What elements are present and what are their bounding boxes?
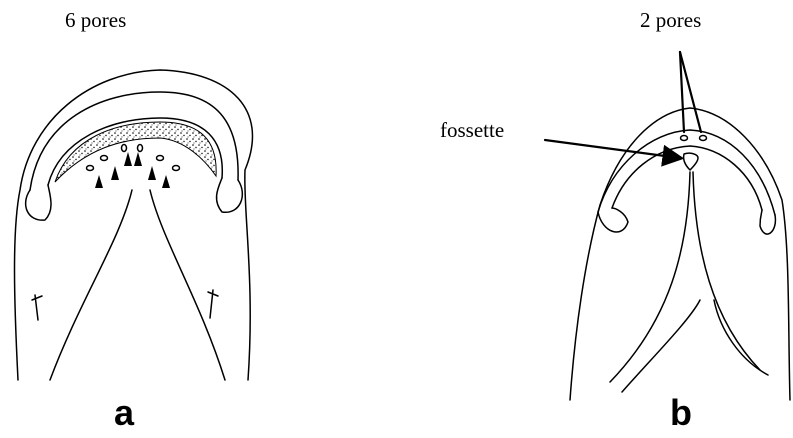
panel-a-throat-left <box>50 190 132 380</box>
pore-b-1 <box>681 136 688 141</box>
pore-arrow-a-3 <box>124 152 132 166</box>
pore-a-4 <box>138 145 143 152</box>
pore-a-6 <box>173 166 180 171</box>
panel-a-right-fold <box>208 290 218 318</box>
panel-a-head-outline <box>15 70 253 380</box>
pore-a-2 <box>101 156 108 161</box>
pore-arrow-a-1 <box>95 175 103 188</box>
panel-a-throat-right <box>150 190 225 380</box>
pore-arrow-a-4 <box>134 152 142 166</box>
panel-b-left-lobe <box>598 208 628 232</box>
panel-b-right-lobe <box>760 210 775 234</box>
panel-b-throat-right <box>693 172 760 370</box>
pore-a-1 <box>87 166 94 171</box>
panel-b-lower-left-curve <box>622 300 700 392</box>
pore-arrow-a-2 <box>111 166 119 180</box>
panel-b-caption: 2 pores <box>640 8 701 33</box>
panel-a-stippled-pad <box>55 122 216 182</box>
panel-a-letter: a <box>114 392 134 434</box>
panel-a-right-flap <box>217 178 243 212</box>
fossette-label: fossette <box>440 118 504 143</box>
pore-arrow-a-5 <box>148 166 156 180</box>
fossette-mark <box>684 153 698 170</box>
panel-b-throat-left <box>610 172 690 382</box>
panel-b-lower-right-curve <box>714 300 768 375</box>
panel-a-caption: 6 pores <box>65 8 126 33</box>
panel-a-left-flap <box>26 185 51 220</box>
pore-a-5 <box>157 156 164 161</box>
pore-arrow-a-6 <box>162 175 170 188</box>
pore-a-3 <box>122 145 127 152</box>
panel-b-lip-outer <box>598 130 775 215</box>
panel-b-drawing <box>545 52 790 400</box>
panel-b-letter: b <box>670 392 692 434</box>
panel-b-lip-inner <box>612 146 762 210</box>
fossette-pointer-arrow <box>545 140 680 158</box>
pore-b-2 <box>700 136 707 141</box>
panel-a-drawing <box>15 70 253 380</box>
panel-a-left-fold <box>32 295 42 320</box>
